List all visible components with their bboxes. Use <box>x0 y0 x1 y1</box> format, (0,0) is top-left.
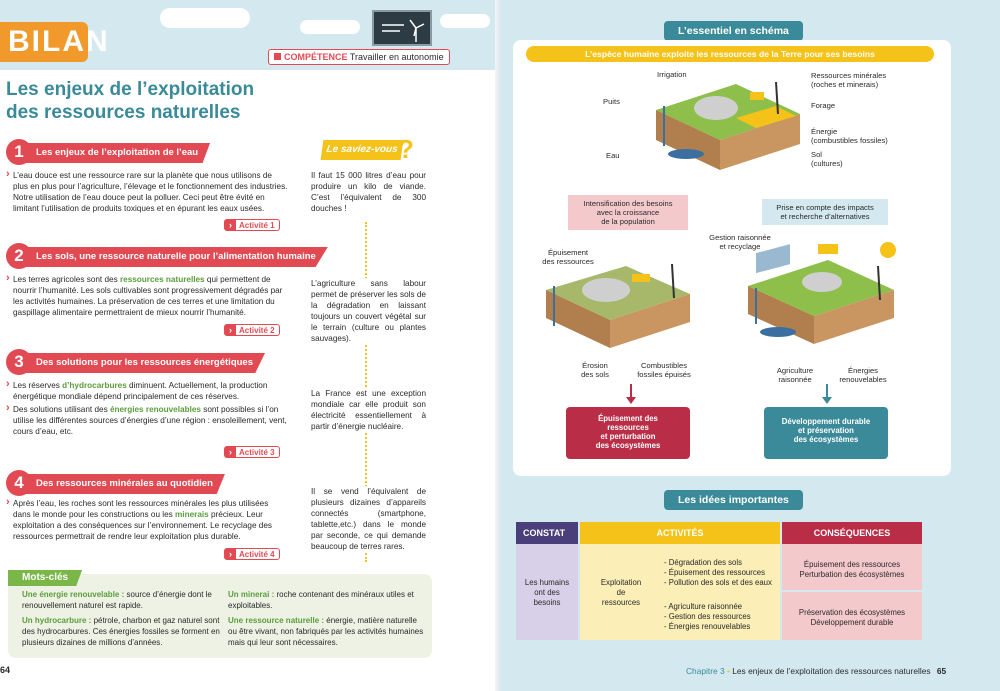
impacts-list: - Dégradation des sols - Épuisement des … <box>664 558 772 587</box>
label-eau: Eau <box>606 151 620 160</box>
section-number: 1 <box>6 139 32 165</box>
footer-title: Les enjeux de l’exploitation des ressour… <box>732 666 931 676</box>
schema-header-bar: L’espèce humaine exploite les ressources… <box>526 46 934 62</box>
activity-1-link[interactable]: ›Activité 1 <box>224 219 280 231</box>
consequence-cell-1 <box>782 544 922 590</box>
cloud-decoration <box>440 14 490 28</box>
header-consequences: CONSÉQUENCES <box>782 522 922 544</box>
label-combustibles-epuises: Combustibles fossiles épuisés <box>637 361 691 379</box>
section-4-text: Après l’eau, les roches sont les ressour… <box>6 497 288 544</box>
constat-text: Les humains ont des besoins <box>524 578 570 607</box>
section-title: Des solutions pour les ressources énergé… <box>22 353 265 373</box>
summary-table: CONSTAT ACTIVITÉS CONSÉQUENCES Les humai… <box>516 522 924 640</box>
label-irrigation: Irrigation <box>657 70 687 79</box>
arrow-down-red-icon <box>626 397 636 404</box>
header-activites: ACTIVITÉS <box>580 522 780 544</box>
section-number: 4 <box>6 470 32 496</box>
keywords-column-left: Une énergie renouvelable : source d’éner… <box>22 590 220 647</box>
consequence-text-1: Épuisement des ressources Perturbation d… <box>799 560 905 579</box>
land-illustration-sustainable <box>748 242 896 344</box>
section-1-heading: Les enjeux de l’exploitation de l’eau 1 <box>6 139 216 165</box>
competence-text: Travailler en autonomie <box>349 52 444 62</box>
question-mark-icon: ? <box>398 134 414 164</box>
keywords-title: Mots-clés <box>8 570 83 586</box>
constat-cell <box>516 544 578 640</box>
cloud-decoration <box>300 20 360 34</box>
solutions-list: - Agriculture raisonnée - Gestion des re… <box>664 602 751 631</box>
land-illustration-top <box>656 81 800 170</box>
section-2-text: Les terres agricoles sont des ressources… <box>6 273 288 320</box>
cloud-decoration <box>160 8 250 28</box>
section-1-text: L’eau douce est une ressource rare sur l… <box>6 169 288 216</box>
keywords-column-right: Un minerai : roche contenant des minérau… <box>228 590 424 647</box>
header-constat: CONSTAT <box>516 522 578 544</box>
competence-label: COMPÉTENCE <box>284 52 348 62</box>
keyword-minerais: minerais <box>175 510 209 519</box>
wind-turbine-board-icon <box>372 10 432 46</box>
side-fact-1: Il faut 15 000 litres d’eau pour produir… <box>311 171 426 213</box>
section-4-heading: Des ressources minérales au quotidien 4 <box>6 470 225 496</box>
section-3-heading: Des solutions pour les ressources énergé… <box>6 349 266 375</box>
label-puits: Puits <box>603 97 620 106</box>
section-title: Les sols, une ressource naturelle pour l… <box>22 247 328 267</box>
page-footer: Chapitre 3 • Les enjeux de l’exploitatio… <box>686 666 947 676</box>
side-fact-3: La France est une exception mondiale car… <box>311 388 426 432</box>
idees-section-tag: Les idées importantes <box>664 490 803 510</box>
section-title: Des ressources minérales au quotidien <box>22 474 225 494</box>
section-3-text: Les réserves d’hydrocarbures diminuent. … <box>6 379 288 439</box>
section-2-heading: Les sols, une ressource naturelle pour l… <box>6 243 328 269</box>
outcome-epuisement: Épuisement des ressources et perturbatio… <box>566 407 690 459</box>
label-energies-renouvelables: Énergies renouvelables <box>839 366 887 384</box>
competence-badge: COMPÉTENCE Travailler en autonomie <box>268 49 450 65</box>
box-prise-en-compte: Prise en compte des impacts et recherche… <box>762 199 888 225</box>
label-ressources-minerales: Ressources minérales (roches et minerais… <box>811 71 887 89</box>
land-illustration-degraded <box>546 263 690 348</box>
arrow-down-teal-icon <box>822 397 832 404</box>
section-number: 2 <box>6 243 32 269</box>
label-epuisement-ressources: Épuisement des ressources <box>542 248 594 266</box>
footer-chapter: Chapitre 3 <box>686 666 725 676</box>
left-page: BILAN COMPÉTENCE Travailler en autonomie… <box>0 0 500 691</box>
label-gestion: Gestion raisonnée et recyclage <box>709 233 771 251</box>
keyword-energies-renouvelables: énergies renouvelables <box>109 405 201 414</box>
consequence-text-2: Préservation des écosystèmes Développeme… <box>798 608 906 627</box>
schema-section-tag: L’essentiel en schéma <box>664 21 803 41</box>
label-agriculture-raisonnee: Agriculture raisonnée <box>776 366 814 384</box>
label-energie: Énergie (combustibles fossiles) <box>811 127 888 145</box>
activity-4-link[interactable]: ›Activité 4 <box>224 548 280 560</box>
keyword-hydrocarbures: d’hydrocarbures <box>62 381 127 390</box>
arrow-shaft-teal <box>826 384 828 398</box>
side-fact-4: Il se vend l’équivalent de plusieurs diz… <box>311 486 426 552</box>
page-number-right: 65 <box>936 666 947 676</box>
page-title: Les enjeux de l’exploitation des ressour… <box>6 79 255 123</box>
outcome-developpement-durable: Développement durable et préservation de… <box>764 407 888 459</box>
consequence-cell-2 <box>782 592 922 640</box>
bilan-banner: BILAN <box>0 22 108 62</box>
label-erosion: Érosion des sols <box>581 361 609 379</box>
page-number-left: 64 <box>0 665 11 675</box>
le-saviez-vous-tag: Le saviez-vous <box>320 140 404 160</box>
section-title: Les enjeux de l’exploitation de l’eau <box>22 143 211 163</box>
activity-2-link[interactable]: ›Activité 2 <box>224 324 280 336</box>
label-sol: Sol (cultures) <box>811 150 843 168</box>
box-intensification: Intensification des besoins avec la croi… <box>568 195 688 230</box>
keyword-ressources-naturelles: ressources naturelles <box>119 275 205 284</box>
activity-3-link[interactable]: ›Activité 3 <box>224 446 280 458</box>
keywords-box <box>8 574 432 658</box>
activite-text: Exploitation de ressources <box>600 578 642 607</box>
label-forage: Forage <box>811 101 836 110</box>
activites-cell <box>580 544 780 640</box>
side-fact-2: L’agriculture sans labour permet de prés… <box>311 278 426 344</box>
arrow-shaft-red <box>630 384 632 398</box>
section-number: 3 <box>6 349 32 375</box>
